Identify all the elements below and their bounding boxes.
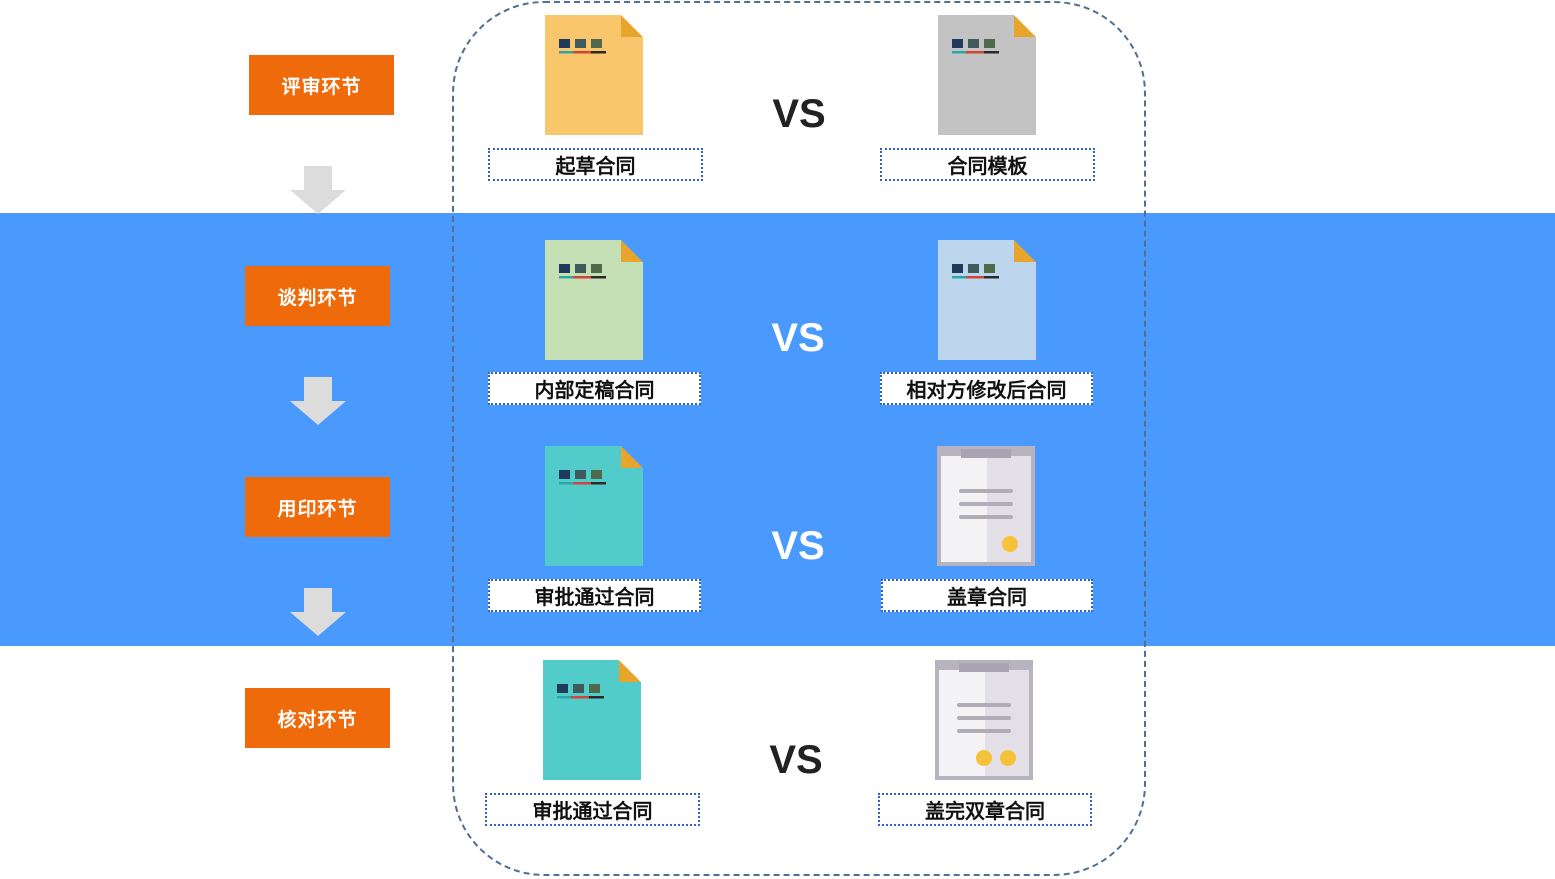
label-approved-contract: 审批通过合同 — [485, 793, 700, 826]
vs-text: VS — [771, 524, 825, 568]
sealed-contract-icon — [937, 446, 1035, 566]
vs-text: VS — [772, 92, 826, 136]
label-draft-contract: 起草合同 — [488, 148, 703, 181]
draft-document-icon — [545, 15, 643, 135]
label-double-sealed-contract: 盖完双章合同 — [878, 793, 1092, 826]
approved-document-icon — [543, 660, 641, 780]
template-document-icon — [938, 15, 1036, 135]
counterparty-revised-document-icon — [938, 240, 1036, 360]
vs-text: VS — [769, 738, 823, 782]
double-sealed-contract-icon — [935, 660, 1033, 780]
down-arrow-icon — [290, 166, 346, 214]
stage-sealing: 用印环节 — [245, 477, 390, 537]
label-counterparty-revised-contract: 相对方修改后合同 — [880, 372, 1093, 405]
label-contract-template: 合同模板 — [880, 148, 1095, 181]
vs-text: VS — [771, 316, 825, 360]
label-internal-final-contract: 内部定稿合同 — [488, 372, 701, 405]
stage-review: 评审环节 — [249, 55, 394, 115]
label-sealed-contract: 盖章合同 — [881, 579, 1093, 612]
approved-document-icon — [545, 446, 643, 566]
comparison-frame — [452, 1, 1146, 876]
stage-negotiation: 谈判环节 — [245, 266, 390, 326]
internal-final-document-icon — [545, 240, 643, 360]
down-arrow-icon — [290, 588, 346, 636]
label-approved-contract: 审批通过合同 — [488, 579, 701, 612]
stage-verification: 核对环节 — [245, 688, 390, 748]
down-arrow-icon — [290, 377, 346, 425]
